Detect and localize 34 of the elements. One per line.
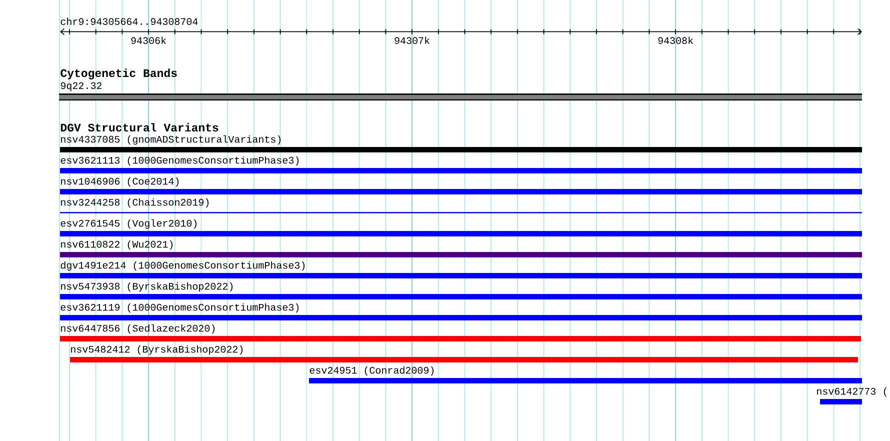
node-label: esv2761545 (Vogler2010) — [60, 219, 197, 229]
node-label: nsv1046906 (Coe2014) — [61, 177, 179, 187]
node-label: esv3621113 (1000GenomesConsortiumPhase3) — [60, 156, 299, 166]
variant-bar: nsv1046906 (Coe2014) — [60, 177, 862, 194]
variant-bar: esv24951 (Conrad2009) — [309, 366, 862, 384]
tick-label: 94308k — [658, 36, 694, 44]
variant-bar: nsv5482412 (ByrskaBishop2022) — [70, 345, 858, 362]
track-heading: DGV Structural Variants — [60, 123, 218, 132]
variant-bar: nsv5473938 (ByrskaBishop2022) — [60, 282, 862, 300]
node-label: 9q22.32 — [60, 82, 102, 92]
node-label: nsv5473938 (ByrskaBishop2022) — [61, 282, 233, 292]
variant-bar: nsv6110822 (Wu2021) — [60, 240, 862, 258]
locus-label: chr9:94305664..94308704 — [60, 18, 198, 25]
tick-label: 94306k — [131, 36, 166, 44]
variant-bar: nsv4337085 (gnomADStructuralVariants) — [60, 135, 862, 152]
node-label: dgv1491e214 (1000GenomesConsortiumPhase3) — [60, 261, 305, 271]
variant-bar: dgv1491e214 (1000GenomesConsortiumPhase3) — [60, 261, 862, 278]
variant-bar: nsv6447856 (Sedlazeck2020) — [60, 324, 862, 342]
variant-bar: esv3621113 (1000GenomesConsortiumPhase3) — [60, 156, 862, 174]
variant-bar: esv2761545 (Vogler2010) — [60, 219, 862, 236]
variant-bar: nsv6142773 ( — [817, 387, 887, 404]
band-bar: 9q22.32 — [59, 82, 862, 100]
node-label: nsv6110822 (Wu2021) — [61, 240, 173, 250]
node-label: esv24951 (Conrad2009) — [310, 366, 434, 376]
variant-bar: esv3621119 (1000GenomesConsortiumPhase3) — [60, 303, 862, 320]
node-label: nsv3244258 (Chaisson2019) — [61, 198, 209, 208]
tick-label: 94307k — [394, 36, 430, 44]
track-heading: Cytogenetic Bands — [60, 68, 177, 80]
node-label: nsv5482412 (ByrskaBishop2022) — [71, 345, 243, 355]
node-label: nsv4337085 (gnomADStructuralVariants) — [61, 135, 281, 145]
node-label: nsv6447856 (Sedlazeck2020) — [61, 324, 215, 334]
variant-bar: nsv3244258 (Chaisson2019) — [60, 198, 862, 214]
node-label: esv3621119 (1000GenomesConsortiumPhase3) — [60, 303, 299, 313]
node-label: nsv6142773 ( — [817, 387, 887, 397]
